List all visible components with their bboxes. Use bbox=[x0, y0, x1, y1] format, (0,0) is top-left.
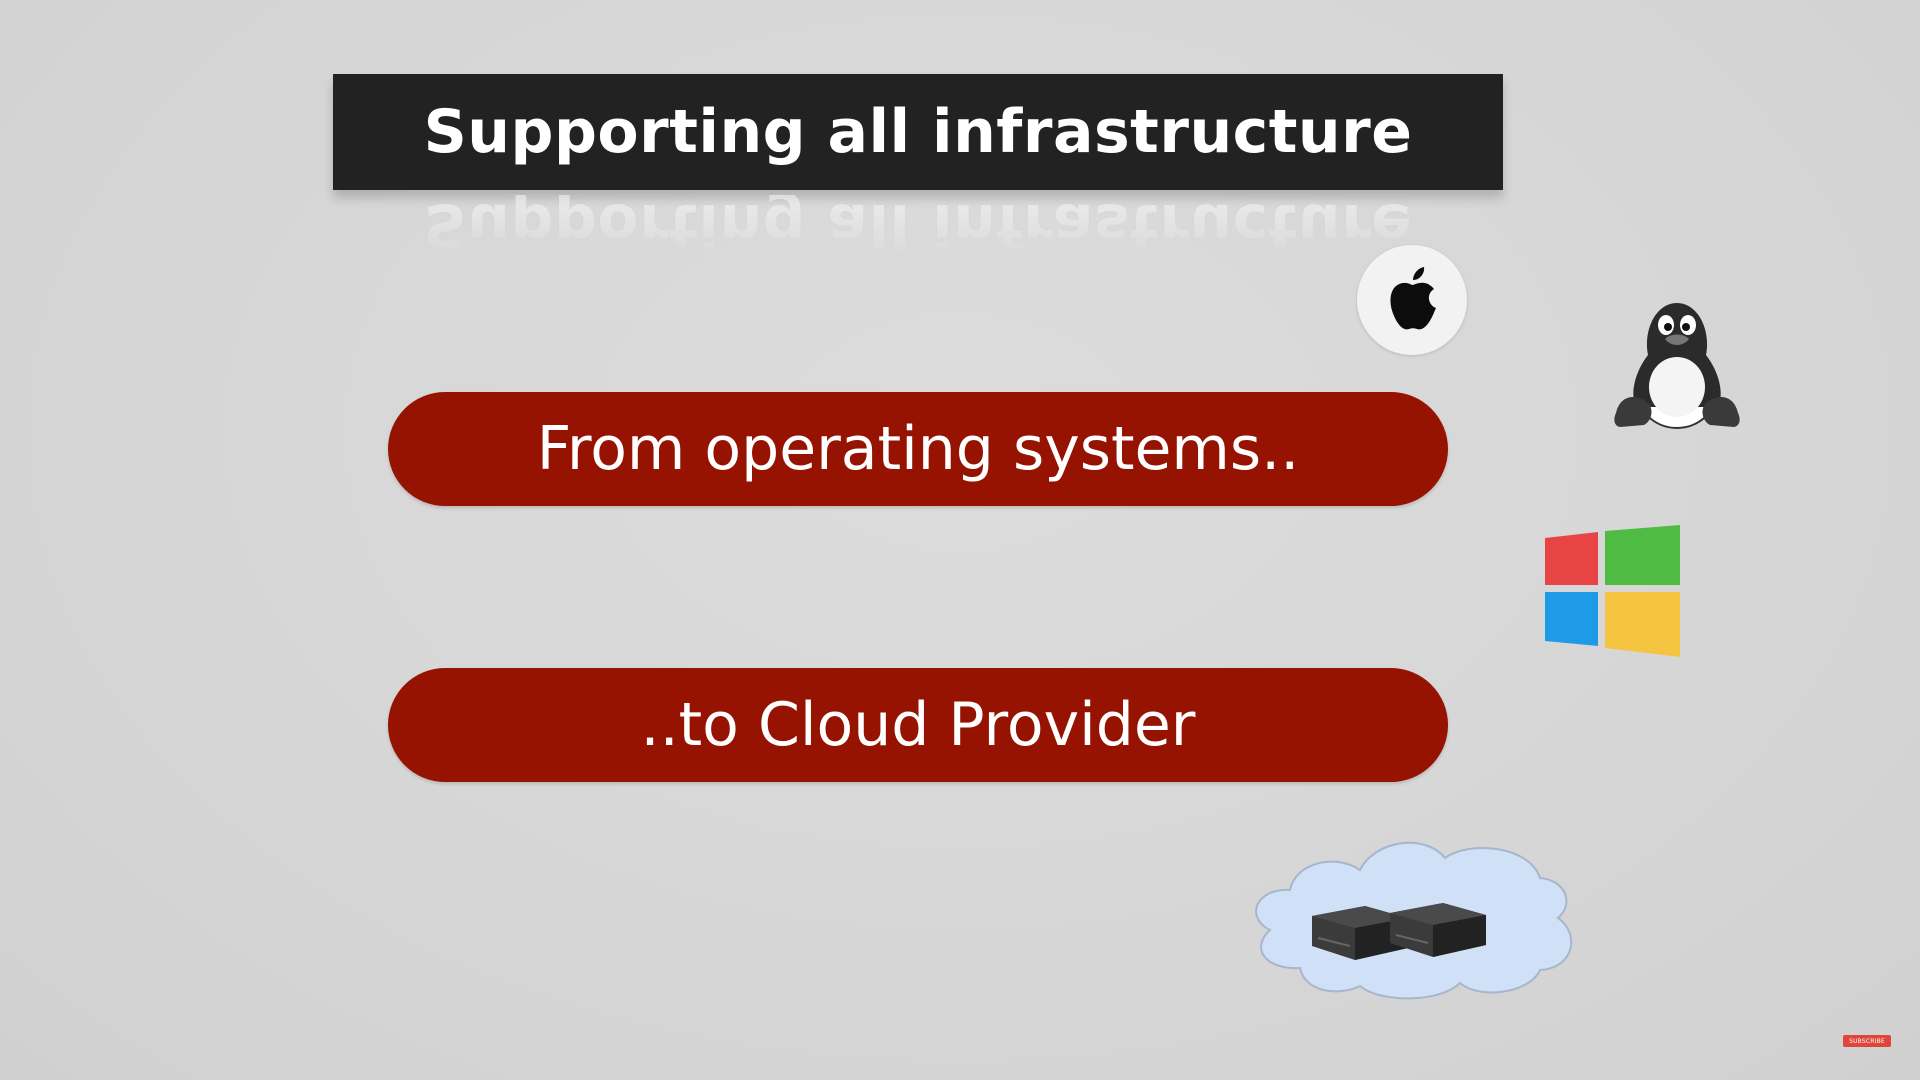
subscribe-label: SUBSCRIBE bbox=[1849, 1037, 1885, 1045]
point-2-text: ..to Cloud Provider bbox=[640, 690, 1196, 760]
windows-logo-icon bbox=[1545, 525, 1680, 657]
cloud-servers-icon bbox=[1255, 841, 1573, 1000]
slide-title: Supporting all infrastructure bbox=[423, 97, 1413, 167]
linux-penguin-icon bbox=[1614, 303, 1740, 429]
apple-logo-badge bbox=[1357, 245, 1467, 355]
subscribe-watermark[interactable]: SUBSCRIBE bbox=[1843, 1035, 1891, 1047]
title-reflection: Supporting all infrastructure bbox=[333, 195, 1503, 285]
point-operating-systems: From operating systems.. bbox=[388, 392, 1448, 506]
point-cloud-provider: ..to Cloud Provider bbox=[388, 668, 1448, 782]
title-bar: Supporting all infrastructure bbox=[333, 74, 1503, 190]
title-reflection-text: Supporting all infrastructure bbox=[423, 195, 1413, 260]
point-1-text: From operating systems.. bbox=[536, 414, 1300, 484]
apple-logo-icon bbox=[1390, 267, 1436, 330]
